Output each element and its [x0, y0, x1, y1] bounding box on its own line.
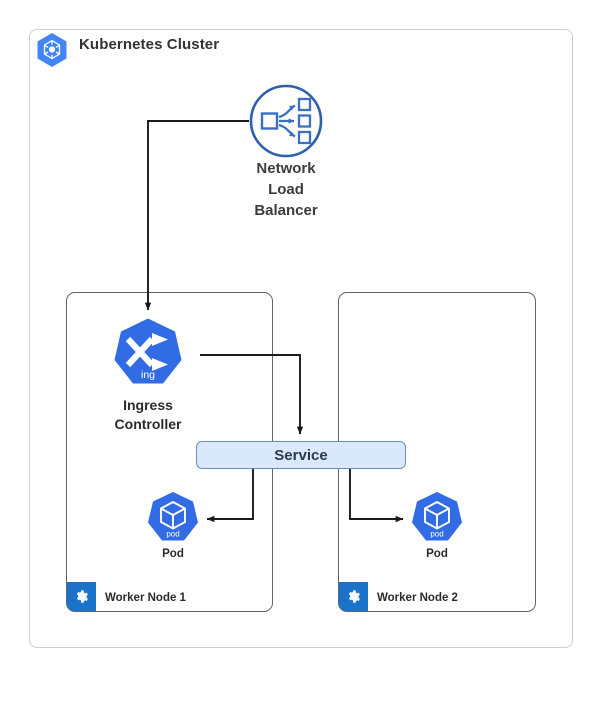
- kubernetes-hexagon-icon: [37, 33, 67, 67]
- ingress-controller-icon: ing: [114, 318, 182, 384]
- pod-2-label: Pod: [426, 548, 448, 560]
- pod-badge-text: pod: [166, 530, 179, 539]
- nlb-label-line-1: Network: [256, 160, 316, 177]
- gear-icon: [339, 582, 368, 611]
- pod-icon: pod: [412, 492, 462, 541]
- ingress-badge-text: ing: [141, 369, 155, 381]
- service-box[interactable]: Service: [196, 441, 406, 469]
- worker-node-2-label: Worker Node 2: [377, 592, 458, 604]
- worker-node-2-container: Worker Node 2: [338, 292, 536, 612]
- ingress-label-line-2: Controller: [114, 416, 182, 432]
- pod-badge-text: pod: [430, 530, 443, 539]
- page-title: Kubernetes Cluster: [79, 36, 220, 53]
- pod-icon: pod: [148, 492, 198, 541]
- gear-icon: [67, 582, 96, 611]
- pod-1-label: Pod: [162, 548, 184, 560]
- nlb-label-line-2: Load: [268, 181, 304, 198]
- network-load-balancer-icon: [249, 84, 323, 158]
- ingress-label-line-1: Ingress: [123, 397, 173, 413]
- worker-node-1-container: Worker Node 1: [66, 292, 273, 612]
- worker-node-1-label: Worker Node 1: [105, 592, 186, 604]
- ingress-controller-label: Ingress Controller: [93, 396, 203, 434]
- network-load-balancer-label: Network Load Balancer: [231, 158, 341, 221]
- nlb-label-line-3: Balancer: [254, 202, 318, 219]
